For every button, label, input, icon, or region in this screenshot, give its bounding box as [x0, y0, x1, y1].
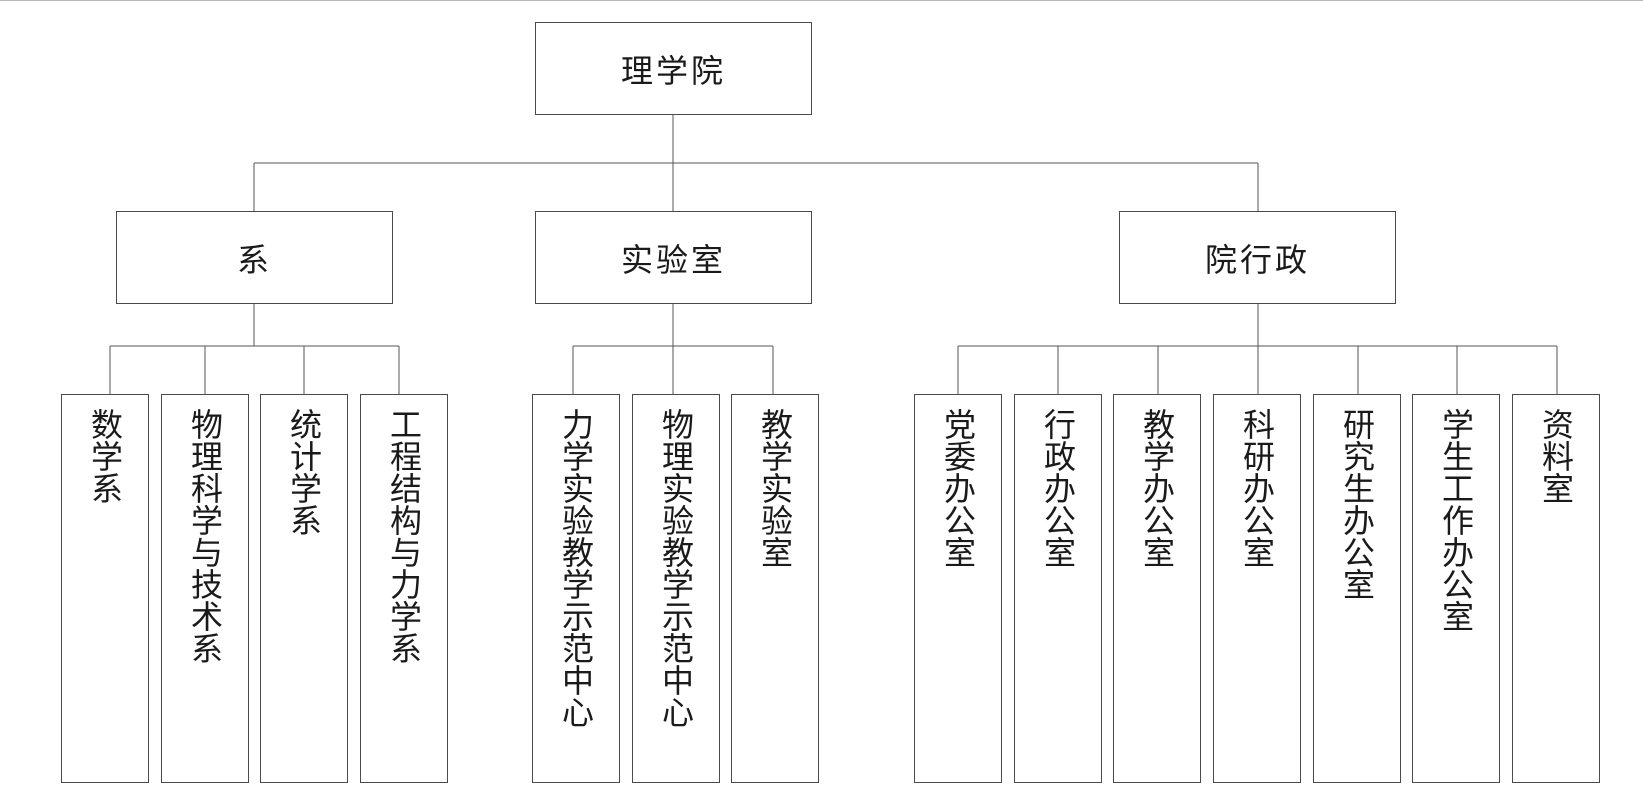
top-divider [0, 0, 1643, 1]
leaf-mechanics-lab-center: 力学实验教学示范中心 [532, 394, 620, 783]
leaf-math-dept: 数学系 [61, 394, 149, 783]
leaf-label: 行政办公室 [1039, 408, 1077, 568]
leaf-admin-office: 行政办公室 [1014, 394, 1102, 783]
leaf-graduate-office: 研究生办公室 [1313, 394, 1401, 783]
leaf-party-office: 党委办公室 [914, 394, 1002, 783]
node-laboratories-label: 实验室 [620, 240, 726, 279]
leaf-physics-dept: 物理科学与技术系 [161, 394, 249, 783]
leaf-label: 物理科学与技术系 [186, 408, 224, 664]
leaf-label: 学生工作办公室 [1437, 408, 1475, 632]
root-node: 理学院 [535, 22, 812, 115]
leaf-research-office: 科研办公室 [1213, 394, 1301, 783]
leaf-label: 工程结构与力学系 [385, 408, 423, 664]
root-node-label: 理学院 [620, 51, 726, 90]
leaf-label: 物理实验教学示范中心 [657, 408, 695, 728]
leaf-label: 党委办公室 [939, 408, 977, 568]
leaf-student-affairs-office: 学生工作办公室 [1412, 394, 1500, 783]
node-departments: 系 [116, 211, 393, 304]
leaf-label: 科研办公室 [1238, 408, 1276, 568]
leaf-label: 教学实验室 [756, 408, 794, 568]
node-administration: 院行政 [1119, 211, 1396, 304]
leaf-statistics-dept: 统计学系 [260, 394, 348, 783]
leaf-archives-room: 资料室 [1512, 394, 1600, 783]
node-departments-label: 系 [236, 240, 272, 279]
leaf-teaching-office: 教学办公室 [1113, 394, 1201, 783]
leaf-label: 数学系 [86, 408, 124, 504]
leaf-label: 教学办公室 [1138, 408, 1176, 568]
node-laboratories: 实验室 [535, 211, 812, 304]
leaf-label: 研究生办公室 [1338, 408, 1376, 600]
leaf-label: 力学实验教学示范中心 [557, 408, 595, 728]
leaf-physics-lab-center: 物理实验教学示范中心 [632, 394, 720, 783]
leaf-label: 统计学系 [285, 408, 323, 536]
node-administration-label: 院行政 [1204, 240, 1310, 279]
leaf-label: 资料室 [1537, 408, 1575, 504]
leaf-engineering-mechanics-dept: 工程结构与力学系 [360, 394, 448, 783]
leaf-teaching-lab: 教学实验室 [731, 394, 819, 783]
